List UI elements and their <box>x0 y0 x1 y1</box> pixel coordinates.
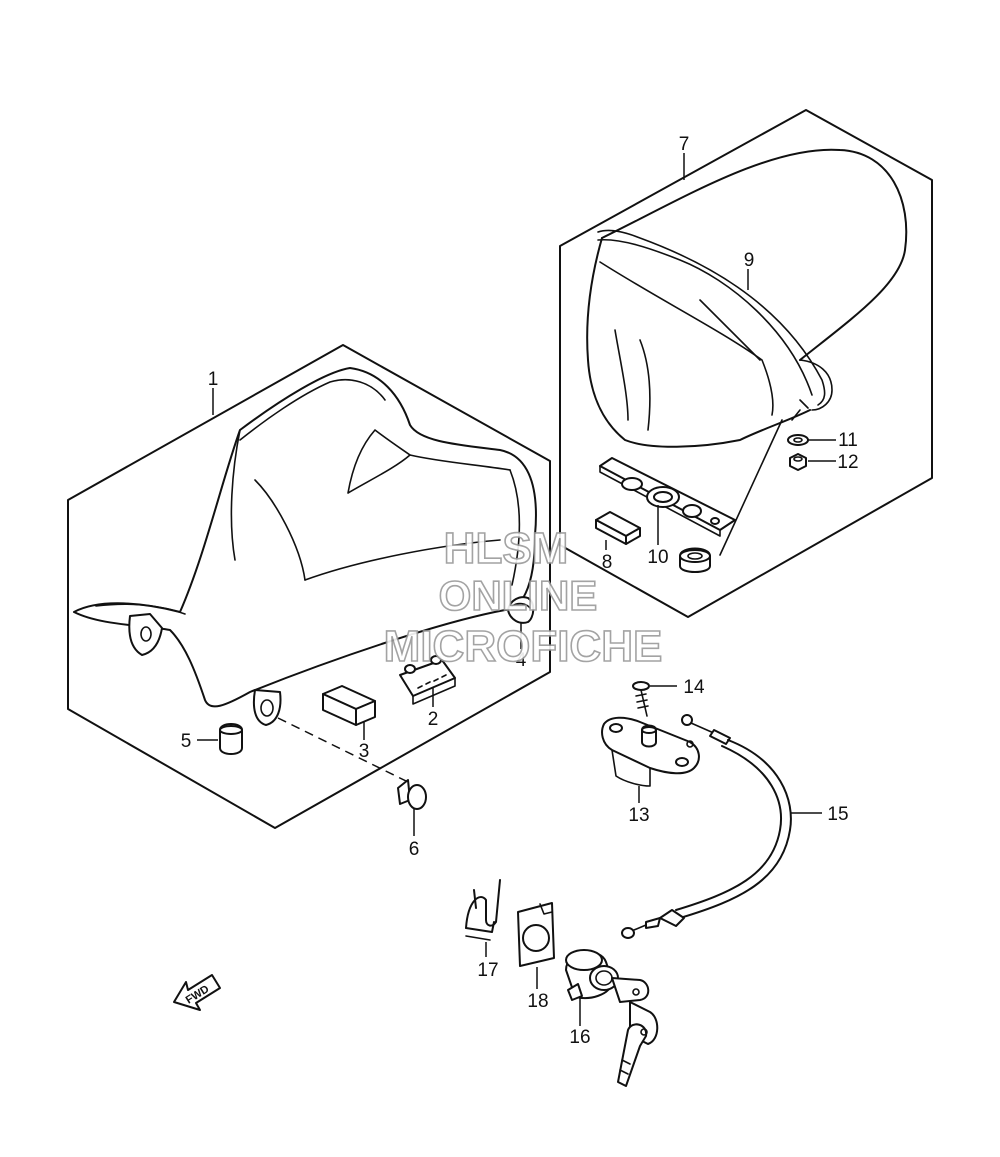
watermark-line-3: MICROFICHE <box>384 622 663 671</box>
fwd-arrow-icon: FWD <box>173 974 221 1011</box>
callout-14: 14 <box>683 677 705 698</box>
callout-16: 16 <box>569 1027 590 1048</box>
callout-15: 15 <box>827 804 848 825</box>
mount-line <box>277 717 409 783</box>
leader-lines <box>197 153 836 1026</box>
seat-pad-part <box>322 685 376 726</box>
callout-12: 12 <box>837 452 858 473</box>
callout-4: 4 <box>516 650 527 671</box>
rubber-cap-part <box>219 723 243 755</box>
callout-6: 6 <box>409 839 420 860</box>
watermark: HLSM ONLINE MICROFICHE <box>383 523 663 672</box>
seat-bracket-part <box>599 457 736 537</box>
callout-17: 17 <box>477 960 498 981</box>
seat-cushion-part <box>507 596 535 624</box>
callout-11: 11 <box>838 430 858 451</box>
pillion-pad-part <box>595 511 641 545</box>
seat-bumper-strip-part <box>399 655 456 705</box>
washer-part <box>787 434 809 446</box>
lock-plate-part <box>517 902 555 967</box>
callout-8: 8 <box>602 552 613 573</box>
watermark-line-2: ONLINE <box>439 572 598 619</box>
front-seat-assembly-box <box>67 344 551 829</box>
callout-7: 7 <box>679 134 690 155</box>
lock-clip-part <box>465 879 501 941</box>
pillion-seat-assembly-box <box>559 109 933 618</box>
seat-latch-part <box>601 716 700 787</box>
front-seat <box>73 367 537 726</box>
pillion-seat <box>586 148 908 556</box>
pillion-cushion-part <box>679 547 711 573</box>
bolt-part <box>397 779 427 810</box>
seat-lock-part <box>565 949 659 1087</box>
callout-5: 5 <box>181 731 192 752</box>
watermark-line-1: HLSM <box>444 524 569 573</box>
nut-part <box>789 453 807 471</box>
callout-13: 13 <box>628 805 649 826</box>
latch-cable-part <box>621 714 792 939</box>
callout-18: 18 <box>527 991 548 1012</box>
callout-9: 9 <box>744 250 755 271</box>
callout-3: 3 <box>359 741 370 762</box>
callout-2: 2 <box>428 709 439 730</box>
callout-10: 10 <box>647 547 668 568</box>
callout-1: 1 <box>208 369 219 390</box>
callout-labels: 1 2 3 4 5 6 7 8 9 10 11 12 13 14 15 16 1… <box>181 134 859 1048</box>
screw-part <box>632 681 650 717</box>
